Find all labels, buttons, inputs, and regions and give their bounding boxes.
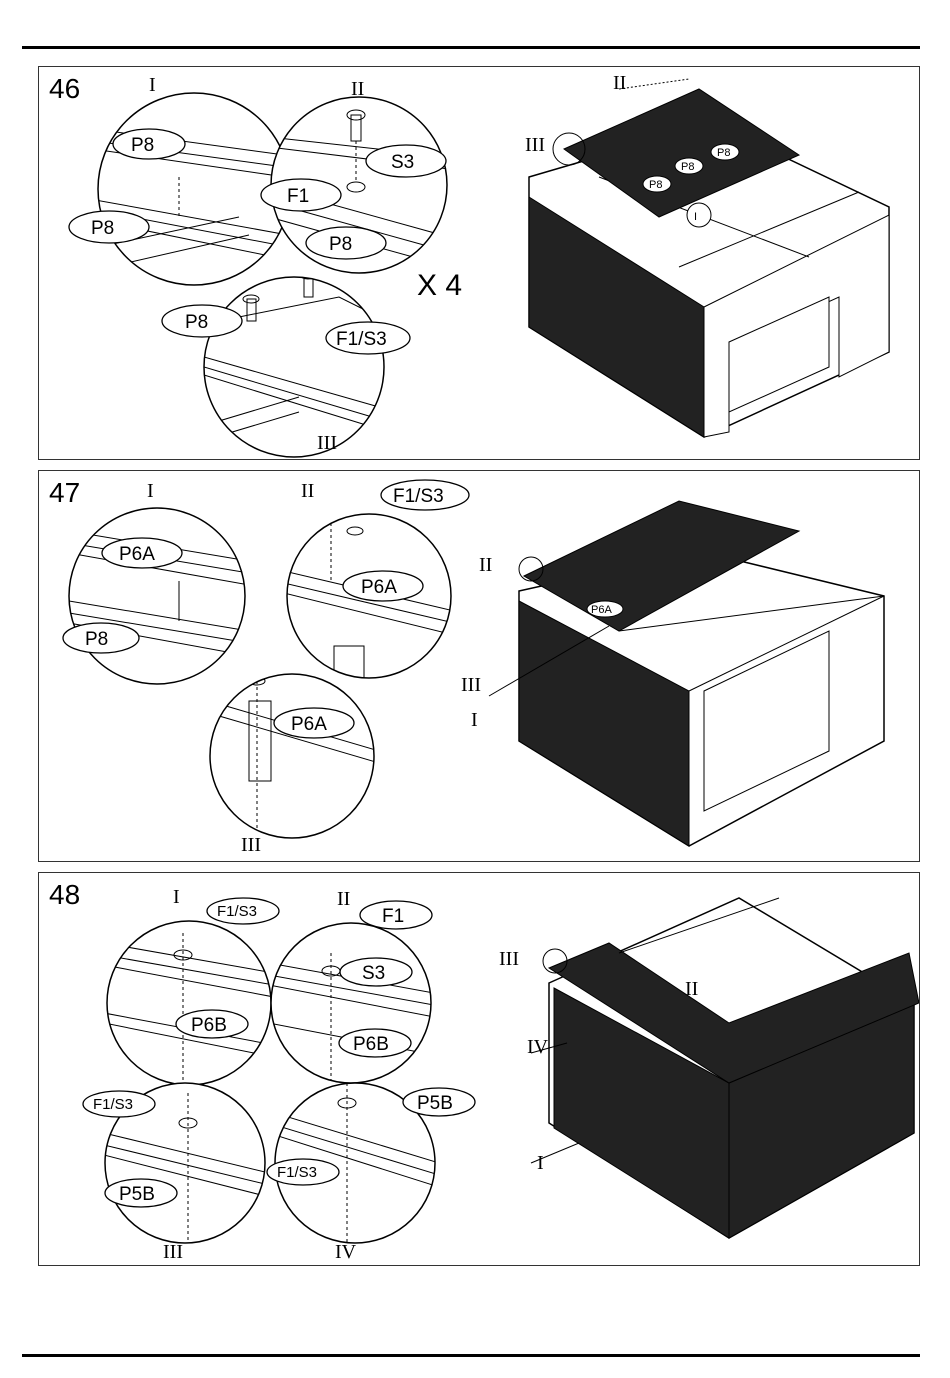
part-label-p5b: P5B <box>119 1184 155 1205</box>
part-label-p5b: P5B <box>417 1093 453 1114</box>
detail-label-i: I <box>147 480 154 502</box>
part-label-s3: S3 <box>362 963 385 984</box>
step-46-drawing: I II III P8 P8 S3 F1 P8 P8 F1/S3 X 4 P8 … <box>39 67 919 459</box>
part-label-p6b: P6B <box>353 1034 389 1055</box>
step-48-panel: 48 <box>38 872 920 1266</box>
bottom-rule <box>22 1354 920 1357</box>
detail-label-iii: III <box>317 432 337 454</box>
part-label-p8: P8 <box>329 234 352 255</box>
shed-detail-iv: IV <box>527 1036 549 1058</box>
detail-label-iv: IV <box>335 1241 357 1263</box>
detail-label-i: I <box>173 886 180 908</box>
part-label-p8: P8 <box>131 135 154 156</box>
part-label-s3: S3 <box>391 152 414 173</box>
quantity-multiplier: X 4 <box>417 269 462 302</box>
shed-detail-ii: II <box>685 978 698 1000</box>
detail-label-iii: III <box>241 834 261 856</box>
detail-label-ii: II <box>337 888 350 910</box>
part-label-p6b: P6B <box>191 1015 227 1036</box>
part-label-f1s3: F1/S3 <box>93 1096 133 1113</box>
part-label-f1s3: F1/S3 <box>393 486 444 507</box>
part-label-f1: F1 <box>382 906 404 927</box>
top-rule <box>22 46 920 49</box>
detail-label-i: I <box>149 74 156 96</box>
part-label-p8: P8 <box>91 218 114 239</box>
part-label-f1: F1 <box>287 186 309 207</box>
step-47-drawing: I II III P6A P8 F1/S3 P6A P6A P6A II III… <box>39 471 919 861</box>
detail-circle-iii <box>199 271 384 457</box>
shed-detail-iii: III <box>461 674 481 696</box>
shed-illustration <box>489 501 884 846</box>
shed-illustration <box>529 79 889 437</box>
shed-detail-i: I <box>471 709 478 731</box>
shed-part-p8: P8 <box>681 161 694 173</box>
shed-part-p8: P8 <box>649 179 662 191</box>
step-48-drawing: I II III IV F1/S3 F1 S3 P6B P6B F1/S3 P5… <box>39 873 919 1265</box>
part-label-f1s3: F1/S3 <box>217 903 257 920</box>
part-label-p8: P8 <box>85 629 108 650</box>
shed-part-p8: P8 <box>717 147 730 159</box>
step-47-panel: 47 <box>38 470 920 862</box>
part-label-p6a: P6A <box>119 544 155 565</box>
detail-circle-i <box>104 921 274 1085</box>
detail-label-ii: II <box>301 480 314 502</box>
part-label-p8: P8 <box>185 312 208 333</box>
shed-detail-iii: III <box>499 948 519 970</box>
shed-detail-i: I <box>537 1152 544 1174</box>
part-label-p6a: P6A <box>361 577 397 598</box>
detail-label-iii: III <box>163 1241 183 1263</box>
detail-circle-iii <box>209 674 379 838</box>
part-label-f1s3: F1/S3 <box>277 1164 317 1181</box>
shed-illustration <box>531 898 919 1238</box>
shed-part-p6a: P6A <box>591 604 612 616</box>
shed-detail-ii: II <box>613 72 626 94</box>
shed-detail-ii: II <box>479 554 492 576</box>
detail-circle-ii <box>269 923 434 1083</box>
shed-detail-i: I <box>694 211 697 223</box>
step-46-panel: 46 <box>38 66 920 460</box>
part-label-f1s3: F1/S3 <box>336 329 387 350</box>
detail-label-ii: II <box>351 78 364 100</box>
part-label-p6a: P6A <box>291 714 327 735</box>
detail-circle-i <box>69 508 249 684</box>
shed-detail-iii: III <box>525 134 545 156</box>
